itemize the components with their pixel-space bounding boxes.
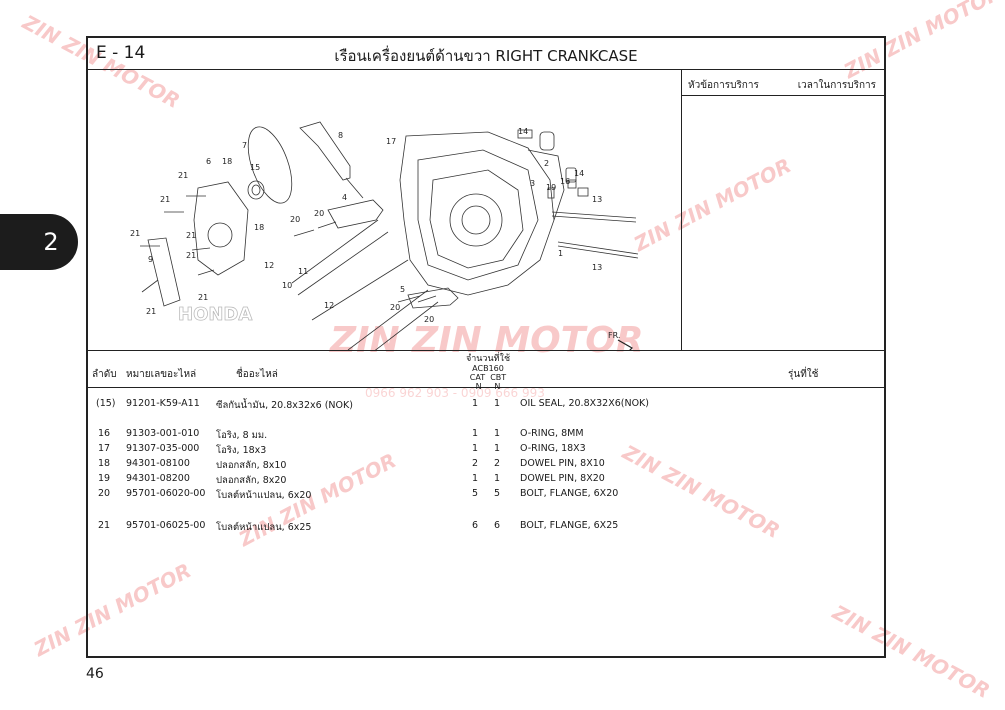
direction-label: FR. — [608, 331, 620, 340]
table-row: (15) 91201-K59-A11 ซีลกันน้ำมัน, 20.8x32… — [96, 398, 649, 411]
service-panel-header: หัวข้อการบริการ เวลาในการบริการ — [682, 70, 884, 96]
callout-20: 20 — [290, 215, 300, 224]
qty-model: ACB160 — [472, 364, 504, 373]
crankcase-illustration: 14 2 3 19 16 14 13 13 1 17 8 4 7 15 6 18… — [130, 121, 639, 350]
callout-12: 12 — [264, 261, 274, 270]
table-row: 20 95701-06020-00 โบลต์หน้าแปลน, 6x20 5 … — [98, 488, 619, 501]
callout-11: 11 — [298, 267, 308, 276]
direction-arrow-icon — [617, 339, 633, 350]
qty-header: จำนวนที่ใช้ ACB160 CAT CBT N N — [464, 354, 512, 392]
callout-6: 6 — [206, 157, 211, 166]
pump-cover — [193, 181, 249, 276]
section-code: E - 14 — [96, 43, 146, 63]
callout-21b: 21 — [160, 195, 170, 204]
callout-20d: 20 — [424, 315, 434, 324]
callout-16: 16 — [560, 177, 570, 186]
col-applicable: รุ่นที่ใช้ — [788, 369, 819, 380]
service-time-header: เวลาในการบริการ — [797, 80, 876, 91]
callout-15: 15 — [250, 163, 260, 172]
callout-20b: 20 — [314, 209, 324, 218]
shaft — [299, 121, 351, 181]
parts-table-header: ลำดับ หมายเลขอะไหล่ ชื่ออะไหล่ จำนวนที่ใ… — [88, 350, 884, 392]
callout-5: 5 — [400, 285, 405, 294]
col-part-name: ชื่ออะไหล่ — [236, 369, 278, 380]
callout-21f: 21 — [146, 307, 156, 316]
callout-7: 7 — [242, 141, 247, 150]
table-row: 17 91307-035-000 โอริง, 18x3 1 1 O-RING,… — [98, 443, 586, 456]
callout-13b: 13 — [592, 263, 602, 272]
callout-10: 10 — [282, 281, 292, 290]
gasket-plate — [147, 237, 181, 307]
qty-n: N N — [475, 382, 501, 391]
callout-8: 8 — [338, 131, 343, 140]
qty-title: จำนวนที่ใช้ — [465, 354, 511, 364]
callout-21g: 21 — [198, 293, 208, 302]
page-title: เรือนเครื่องยนต์ด้านขวา RIGHT CRANKCASE — [334, 47, 638, 65]
callout-20c: 20 — [390, 303, 400, 312]
callout-2: 2 — [544, 159, 549, 168]
callout-14: 14 — [518, 127, 528, 136]
section-tab: 2 — [0, 214, 78, 270]
col-part-no: หมายเลขอะไหล่ — [126, 369, 197, 380]
page-number: 46 — [86, 666, 104, 682]
watermark-logo: ZIN ZIN MOTOR — [330, 320, 644, 361]
callout-18: 18 — [222, 157, 232, 166]
callout-21e: 21 — [186, 251, 196, 260]
callout-21d: 21 — [186, 231, 196, 240]
callout-19: 19 — [546, 183, 556, 192]
callout-21: 21 — [178, 171, 188, 180]
callout-13: 13 — [592, 195, 602, 204]
table-row: 16 91303-001-010 โอริง, 8 มม. 1 1 O-RING… — [98, 428, 584, 441]
callout-21c: 21 — [130, 229, 140, 238]
exploded-diagram: 14 2 3 19 16 14 13 13 1 17 8 4 7 15 6 18… — [88, 70, 682, 350]
callout-12b: 12 — [324, 301, 334, 310]
parts-page-frame: E - 14 เรือนเครื่องยนต์ด้านขวา RIGHT CRA… — [86, 36, 886, 658]
crankcase-body — [399, 131, 555, 296]
callout-3: 3 — [530, 179, 535, 188]
service-topic-header: หัวข้อการบริการ — [688, 80, 759, 91]
table-row: 21 95701-06025-00 โบลต์หน้าแปลน, 6x25 6 … — [98, 520, 619, 533]
callout-14b: 14 — [574, 169, 584, 178]
col-no: ลำดับ — [92, 369, 117, 380]
watermark-phone: 0966 962 903 - 0909 666 993 — [365, 386, 545, 400]
callout-17: 17 — [386, 137, 396, 146]
qty-types: CAT CBT — [469, 373, 507, 382]
callout-18b: 18 — [254, 223, 264, 232]
callout-4: 4 — [342, 193, 347, 202]
table-row: 18 94301-08100 ปลอกสลัก, 8x10 2 2 DOWEL … — [98, 458, 605, 471]
gasket-ring — [247, 126, 293, 204]
brand-logo: HONDA — [178, 304, 252, 325]
callout-1: 1 — [558, 249, 563, 258]
page-header: E - 14 เรือนเครื่องยนต์ด้านขวา RIGHT CRA… — [88, 38, 884, 70]
table-row: 19 94301-08200 ปลอกสลัก, 8x20 1 1 DOWEL … — [98, 473, 605, 486]
callout-9: 9 — [148, 255, 153, 264]
